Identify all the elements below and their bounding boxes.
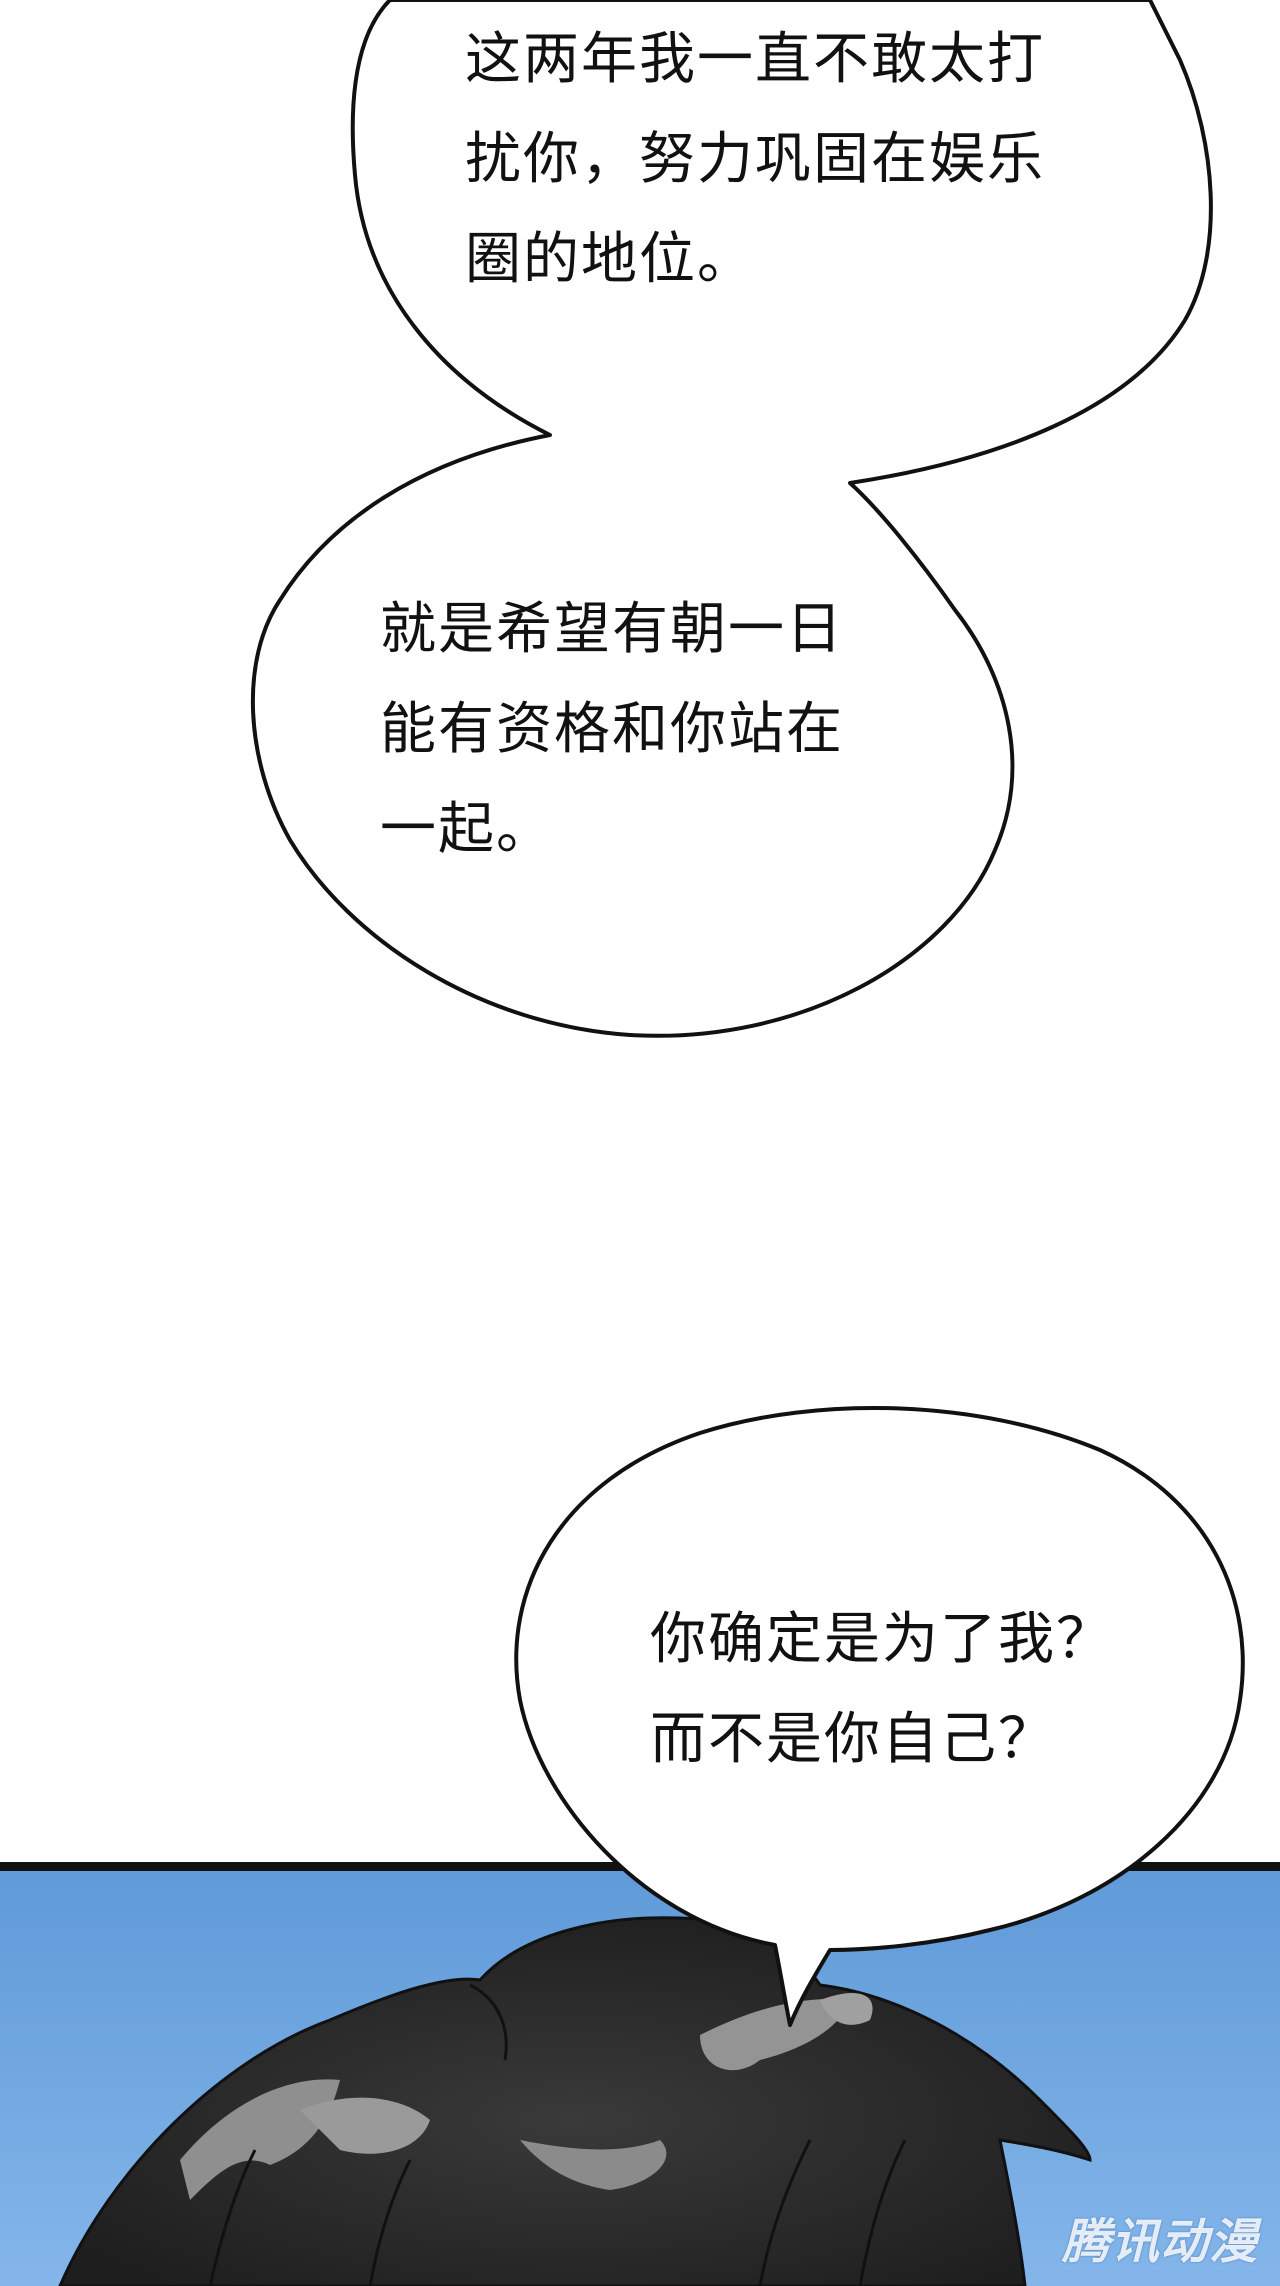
speech-line: 扰你，努力巩固在娱乐 [465, 127, 1045, 192]
speech-line: 一起。 [380, 797, 554, 862]
speech-text-3: 你确定是为了我？ 而不是你自己？ [650, 1590, 1114, 1790]
speech-line: 这两年我一直不敢太打 [465, 27, 1045, 92]
speech-text-2: 就是希望有朝一日 能有资格和你站在 一起。 [380, 580, 844, 880]
watermark-logo: 腾讯动漫 [1061, 2214, 1258, 2270]
speech-line: 就是希望有朝一日 [380, 597, 844, 662]
speech-text-1: 这两年我一直不敢太打 扰你，努力巩固在娱乐 圈的地位。 [465, 10, 1045, 310]
speech-line: 圈的地位。 [465, 227, 755, 292]
speech-line: 你确定是为了我？ [650, 1607, 1114, 1672]
speech-line: 而不是你自己？ [650, 1707, 1056, 1772]
speech-bubble-pair [250, 0, 1213, 1038]
speech-line: 能有资格和你站在 [380, 697, 844, 762]
speech-bubble-lower [514, 1405, 1245, 2027]
